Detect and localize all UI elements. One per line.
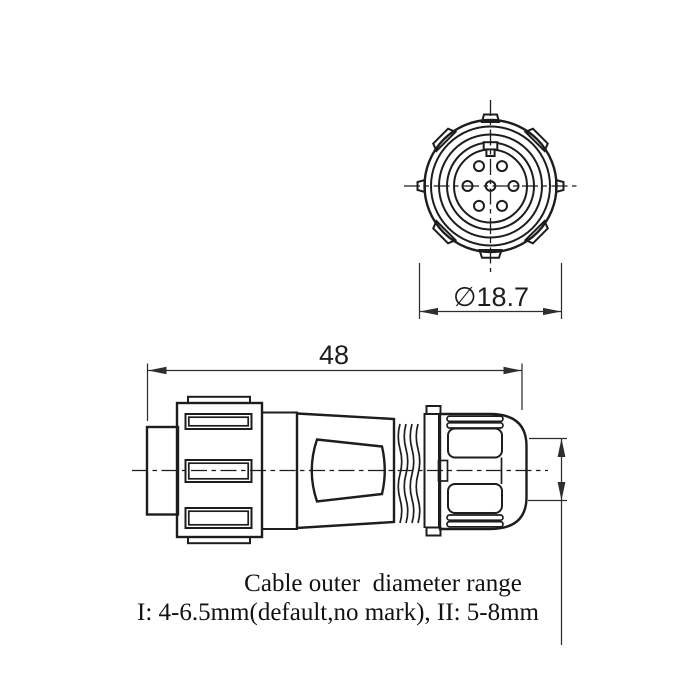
grip-rib — [184, 507, 253, 529]
cable-range-note-title: Cable outer diameter range — [244, 570, 522, 597]
arrowhead-right — [503, 366, 522, 375]
length-dimension — [146, 363, 523, 421]
shell-circle-2 — [430, 125, 551, 247]
grip-rib-inner — [187, 510, 250, 526]
front-view — [404, 100, 577, 272]
flange-top-tab — [425, 405, 442, 415]
thread-line — [403, 423, 409, 524]
flange-bottom-tab — [425, 526, 442, 537]
backnut-body — [175, 401, 264, 539]
pin-hole — [473, 199, 485, 212]
coupling-window-top — [447, 427, 503, 459]
grommet-cone — [310, 438, 386, 503]
coupling-rib — [446, 421, 504, 429]
arrowhead-down — [557, 482, 566, 501]
coupling-body — [438, 412, 528, 531]
grip-rib — [184, 413, 253, 430]
coupling-window-bottom — [447, 483, 503, 514]
side-view — [132, 395, 548, 545]
cable-range-note-detail: I: 4-6.5mm(default,no mark), II: 5-8mm — [137, 599, 539, 626]
coupling-rib — [446, 415, 504, 423]
pin-hole — [496, 199, 508, 212]
thread-line — [397, 423, 403, 524]
tapered-body — [295, 412, 396, 530]
coupling-nut — [438, 412, 528, 531]
coupling-rib — [446, 520, 504, 528]
backnut-top-lip — [187, 395, 251, 404]
thread-line — [409, 423, 415, 524]
backnut-bottom-lip — [187, 536, 251, 545]
grip-rib-inner — [187, 416, 250, 427]
arrowhead-up — [557, 438, 566, 457]
diameter-dimension — [418, 263, 563, 319]
cable-diameter-dimension — [528, 437, 567, 645]
arrowhead-left — [419, 307, 438, 316]
coupling-rib — [446, 514, 504, 522]
diameter-dimension-label: ∅18.7 — [452, 282, 530, 312]
thread-profile — [397, 423, 421, 524]
grip-rib-inner — [187, 462, 250, 480]
arrowhead-left — [148, 366, 167, 375]
grip-ribs — [184, 413, 253, 529]
thread-line — [415, 423, 421, 524]
pin-hole — [473, 160, 485, 173]
arrowhead-right — [543, 307, 562, 316]
pin-hole — [496, 160, 508, 173]
length-dimension-label: 48 — [318, 340, 350, 370]
